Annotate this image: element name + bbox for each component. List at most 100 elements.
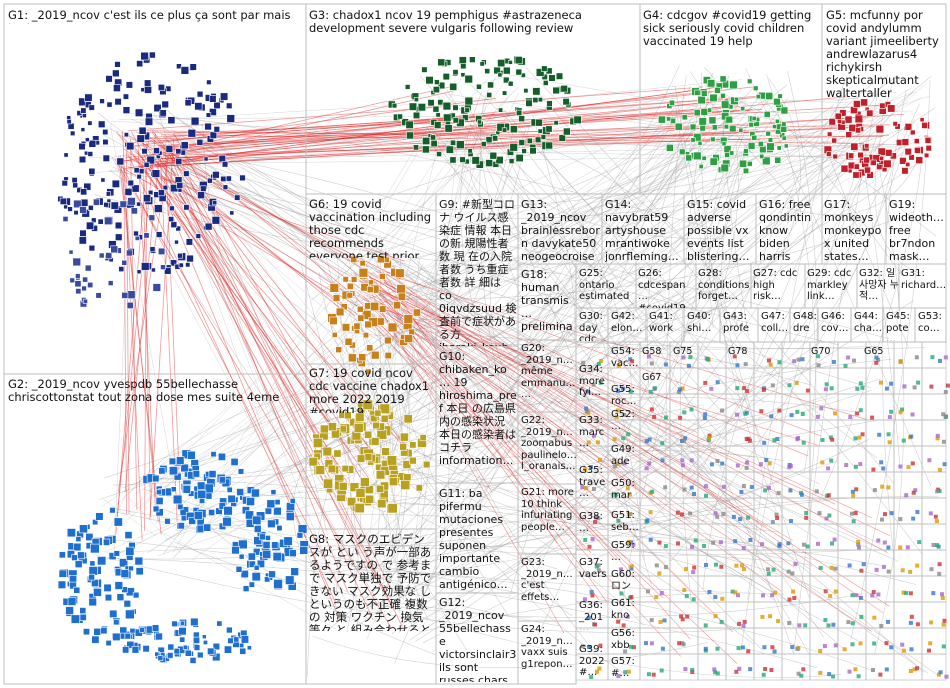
g1-node <box>196 234 201 239</box>
g1-node <box>125 188 132 195</box>
small-group-node <box>763 488 767 492</box>
g1-node <box>107 102 112 107</box>
small-group-node <box>762 645 766 649</box>
small-group-node <box>762 388 766 392</box>
g1-node <box>226 103 232 109</box>
small-group-node <box>720 462 724 466</box>
g2-node <box>97 557 106 566</box>
small-group-node <box>944 675 948 679</box>
g3-node <box>461 63 467 69</box>
g1-node <box>93 199 99 205</box>
g7-node <box>376 485 383 492</box>
small-group-node <box>692 492 696 496</box>
small-group-node <box>763 667 767 671</box>
g5-node <box>920 118 924 122</box>
g1-node <box>162 101 169 108</box>
g2-node <box>191 618 199 626</box>
small-group-node <box>931 591 935 595</box>
g2-node <box>125 610 134 619</box>
small-group-node <box>733 590 737 594</box>
g4-node <box>724 124 729 129</box>
g4-node <box>715 87 721 93</box>
g1-node <box>126 142 134 150</box>
small-group-node <box>706 357 710 361</box>
small-group-node <box>915 355 919 359</box>
group-frame-26 <box>899 264 946 308</box>
g4-node <box>753 86 758 91</box>
g7-node <box>355 503 365 513</box>
g1-node <box>115 222 122 229</box>
g2-node <box>67 529 75 537</box>
g1-node <box>126 250 132 256</box>
g7-node <box>320 425 328 433</box>
small-group-frame <box>726 446 754 472</box>
g6-node <box>409 329 415 335</box>
g7-node <box>361 478 370 487</box>
g1-node <box>99 253 104 258</box>
small-group-node <box>911 413 915 417</box>
g7-node <box>316 466 325 475</box>
g2-node <box>110 610 118 618</box>
g1-node <box>141 52 149 60</box>
g3-node <box>488 82 494 88</box>
small-group-node <box>901 568 905 572</box>
g3-node <box>453 105 459 111</box>
g1-node <box>111 202 119 210</box>
small-group-node <box>661 458 665 462</box>
small-group-frame <box>782 472 810 498</box>
g6-node <box>363 332 369 338</box>
small-group-node <box>759 462 763 466</box>
small-group-node <box>735 386 739 390</box>
small-group-node <box>898 546 902 550</box>
g3-node <box>556 73 563 80</box>
small-group-node <box>736 464 740 468</box>
small-group-node <box>619 567 623 571</box>
small-group-node <box>886 485 890 489</box>
small-group-node <box>876 539 880 543</box>
g3-node <box>510 143 518 151</box>
small-group-node <box>590 594 594 598</box>
edge <box>741 139 868 651</box>
g2-node <box>114 551 120 557</box>
g1-node <box>163 185 168 190</box>
small-group-node <box>846 620 850 624</box>
g1-node <box>223 185 228 190</box>
group-frame-23 <box>751 264 805 308</box>
g5-node <box>864 167 870 173</box>
g1-node <box>131 208 137 214</box>
small-group-node <box>770 645 774 649</box>
g1-node <box>127 291 135 299</box>
g1-node <box>89 140 96 147</box>
g7-node <box>378 499 387 508</box>
g1-node <box>85 94 93 102</box>
g1-node <box>214 102 221 109</box>
g1-node <box>188 129 196 137</box>
g2-node <box>106 640 112 646</box>
g2-node <box>248 553 255 560</box>
g1-node <box>104 217 112 225</box>
g7-node <box>323 479 332 488</box>
g2-node <box>243 586 249 592</box>
small-group-node <box>787 621 791 625</box>
small-group-node <box>742 546 746 550</box>
small-group-node <box>787 465 791 469</box>
small-group-node <box>649 538 653 542</box>
g1-node <box>210 132 217 139</box>
g2-node <box>132 646 139 653</box>
small-group-node <box>623 461 627 465</box>
g2-node <box>183 645 187 649</box>
small-group-node <box>650 641 654 645</box>
g4-node <box>781 107 788 114</box>
g6-node <box>354 323 360 329</box>
g1-node <box>135 109 143 117</box>
small-group-node <box>859 641 863 645</box>
g2-node <box>178 504 184 510</box>
g1-node <box>79 237 86 244</box>
small-group-node <box>682 588 686 592</box>
small-group-node <box>790 571 794 575</box>
g4-node <box>772 125 776 129</box>
small-group-node <box>943 462 947 466</box>
small-group-node <box>733 354 737 358</box>
g3-node <box>443 73 450 80</box>
small-group-node <box>804 511 808 515</box>
